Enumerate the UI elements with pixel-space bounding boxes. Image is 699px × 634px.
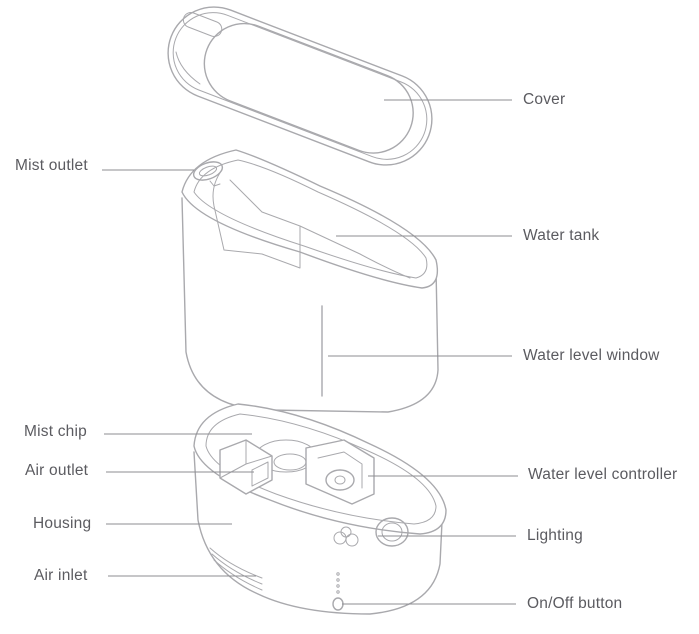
- label-water-level-controller: Water level controller: [528, 466, 678, 483]
- label-water-tank: Water tank: [523, 227, 600, 244]
- label-air-outlet: Air outlet: [25, 462, 89, 479]
- label-housing: Housing: [33, 515, 92, 532]
- label-water-level-window: Water level window: [523, 347, 660, 364]
- label-cover: Cover: [523, 91, 566, 108]
- label-on-off-button: On/Off button: [527, 595, 623, 612]
- water-tank-part: [181, 149, 439, 413]
- label-lighting: Lighting: [527, 527, 583, 544]
- label-mist-outlet: Mist outlet: [15, 157, 88, 174]
- cover-part: [167, 6, 433, 166]
- label-air-inlet: Air inlet: [34, 567, 88, 584]
- label-mist-chip: Mist chip: [24, 423, 87, 440]
- leader-lines: [102, 99, 518, 605]
- housing-part: [193, 403, 447, 615]
